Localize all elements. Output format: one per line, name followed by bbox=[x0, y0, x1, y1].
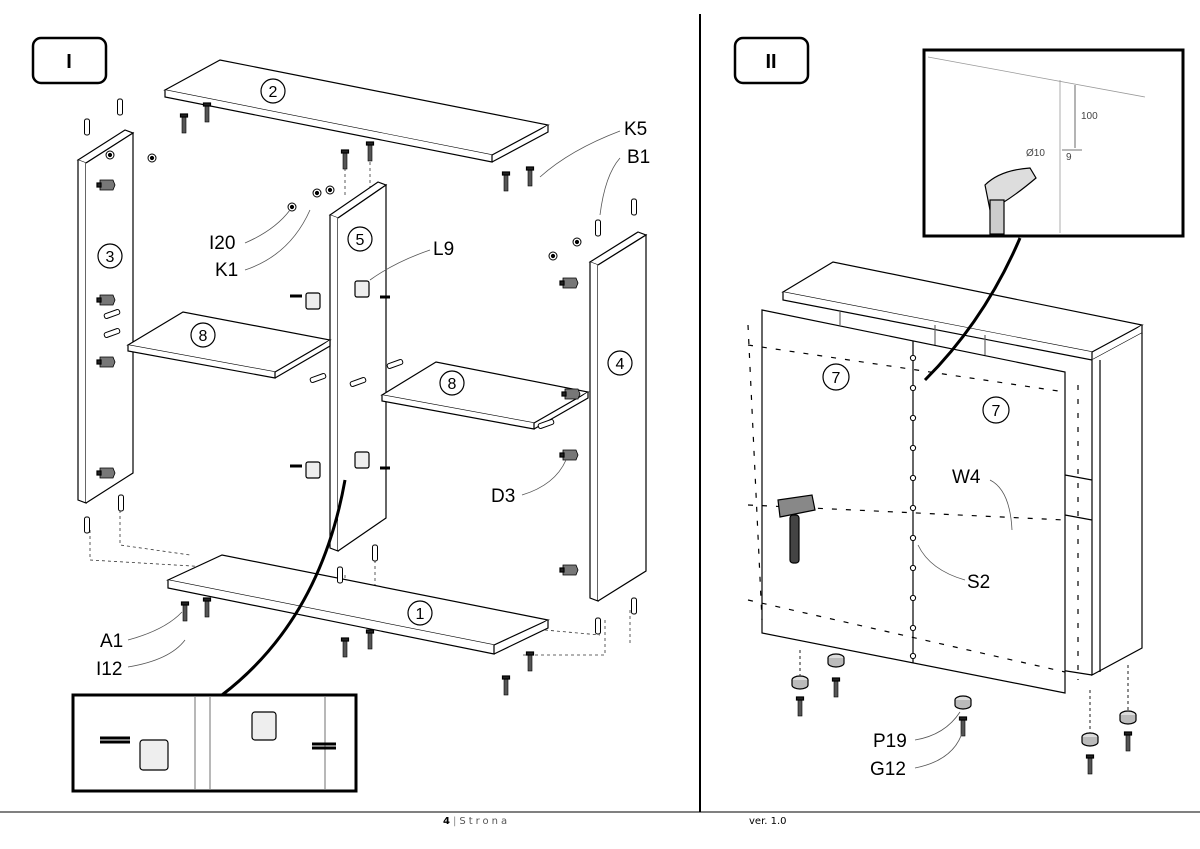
shelf-left bbox=[126, 311, 332, 379]
footer-separator: | bbox=[452, 816, 457, 827]
panel-number-2: 2 bbox=[269, 84, 278, 101]
panel-number-8-right: 8 bbox=[448, 376, 457, 393]
step-2-panel-numbers: 7 7 bbox=[832, 370, 1001, 420]
step-1-panel-numbers: 2 3 5 4 8 8 1 bbox=[106, 84, 625, 623]
step-2-drawing bbox=[747, 48, 1185, 775]
leader-lines bbox=[127, 130, 621, 668]
version-label: ver. 1.0 bbox=[749, 816, 787, 827]
panel-number-5: 5 bbox=[356, 232, 365, 249]
step-2-marker: II bbox=[733, 36, 810, 85]
panel-number-7-right: 7 bbox=[992, 403, 1001, 420]
panel-number-1: 1 bbox=[416, 606, 425, 623]
label-s2: S2 bbox=[967, 572, 990, 593]
step-1-label: I bbox=[66, 51, 72, 73]
panel-number-8-left: 8 bbox=[199, 328, 208, 345]
drill-detail-inset bbox=[922, 48, 1185, 238]
label-i12: I12 bbox=[96, 659, 122, 680]
panel-number-3: 3 bbox=[106, 249, 115, 266]
nail-lines bbox=[747, 324, 1079, 680]
detail-callout-curve bbox=[221, 479, 347, 697]
dim-diameter: Ø10 bbox=[1026, 148, 1045, 159]
page-number: 4 bbox=[443, 816, 450, 827]
label-a1: A1 bbox=[100, 631, 123, 652]
page-footer: 4|Strona bbox=[443, 816, 510, 827]
panel-number-4: 4 bbox=[616, 356, 625, 373]
label-k5: K5 bbox=[624, 119, 647, 140]
step-1-drawing bbox=[71, 59, 648, 793]
step-2-label: II bbox=[765, 51, 776, 73]
drill-dimensions: 100 Ø10 9 bbox=[1026, 111, 1098, 163]
shelf-right bbox=[380, 361, 590, 430]
step-1-hardware-labels: K5 B1 I20 K1 L9 D3 A1 I12 bbox=[96, 119, 650, 680]
label-i20: I20 bbox=[209, 233, 235, 254]
label-k1: K1 bbox=[215, 260, 238, 281]
dim-depth: 100 bbox=[1081, 111, 1098, 122]
dim-offset: 9 bbox=[1066, 152, 1072, 163]
label-g12: G12 bbox=[870, 759, 906, 780]
panel-middle bbox=[328, 181, 388, 552]
connector-glyphs bbox=[290, 280, 390, 479]
cabinet-carcass bbox=[781, 261, 1144, 677]
label-d3: D3 bbox=[491, 486, 515, 507]
page-word: Strona bbox=[459, 816, 511, 827]
label-p19: P19 bbox=[873, 731, 907, 752]
step-1-marker: I bbox=[31, 36, 108, 85]
drill-callout-curve bbox=[923, 237, 1022, 382]
connector-detail-inset bbox=[71, 693, 358, 793]
label-l9: L9 bbox=[433, 239, 454, 260]
panel-bottom bbox=[166, 554, 550, 655]
step-2-hardware-labels: W4 S2 P19 G12 bbox=[870, 467, 990, 780]
panel-right-side bbox=[588, 231, 648, 602]
panel-number-7-left: 7 bbox=[832, 370, 841, 387]
label-b1: B1 bbox=[627, 147, 650, 168]
label-w4: W4 bbox=[952, 467, 981, 488]
panel-number-circles bbox=[97, 78, 633, 626]
panel-top bbox=[163, 59, 550, 163]
hammer-icon bbox=[777, 494, 816, 564]
